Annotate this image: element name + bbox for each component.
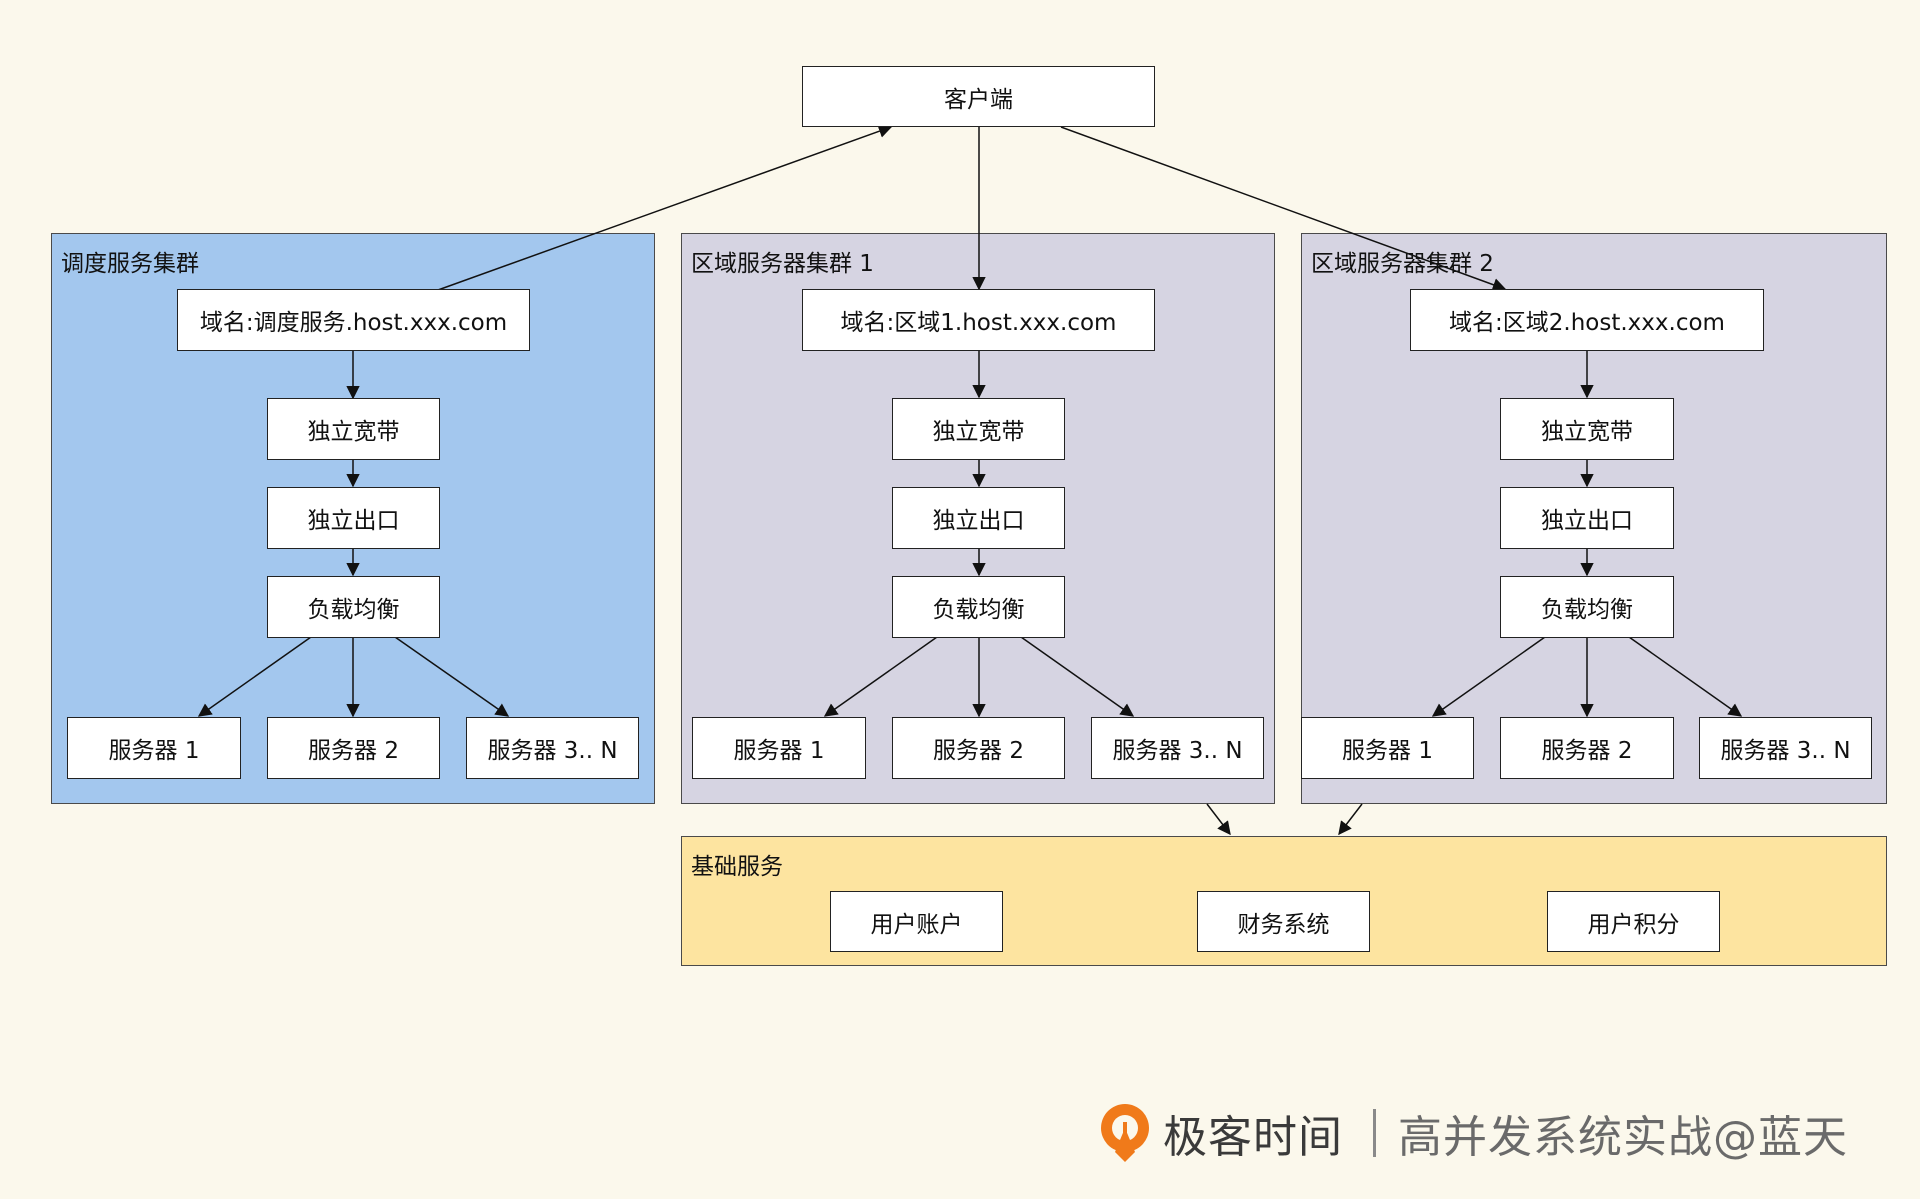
region2-bandwidth-node: 独立宽带 [1500,398,1674,460]
region1-server-node: 服务器 1 [692,717,866,779]
region1-bandwidth-node: 独立宽带 [892,398,1065,460]
edge-r1-lb-s3 [1020,636,1135,717]
brand-name: 极客时间 [1163,1112,1343,1163]
region2-domain-node: 域名:区域2.host.xxx.com [1410,289,1764,351]
footer-watermark: 极客时间 高并发系统实战@蓝天 [1097,1098,1848,1168]
edge-sched-lb-s1 [197,636,312,717]
region1-server-node: 服务器 2 [892,717,1065,779]
region1-domain-node: 域名:区域1.host.xxx.com [802,289,1155,351]
edge-r1-lb-s1 [823,636,938,717]
region1-egress-node: 独立出口 [892,487,1065,549]
edge-sched-lb-s3 [394,636,510,717]
scheduler-egress-node: 独立出口 [267,487,440,549]
region1-load-balancer-node: 负载均衡 [892,576,1065,638]
scheduler-server-node: 服务器 1 [67,717,241,779]
region2-server-node: 服务器 1 [1301,717,1474,779]
region2-cluster-title: 区域服务器集群 2 [1311,251,1494,277]
footer-divider [1373,1109,1376,1157]
client-node: 客户端 [802,66,1155,127]
edge-region1-to-base [1206,803,1231,836]
edge-r2-lb-s1 [1431,636,1546,717]
region1-server-node: 服务器 3.. N [1091,717,1264,779]
scheduler-server-node: 服务器 3.. N [466,717,639,779]
user-points-node: 用户积分 [1547,891,1720,952]
base-services-title: 基础服务 [691,854,783,880]
course-title: 高并发系统实战@蓝天 [1398,1112,1848,1163]
geektime-logo-icon [1097,1102,1153,1164]
scheduler-domain-node: 域名:调度服务.host.xxx.com [177,289,530,351]
edge-scheduler-to-client [437,124,893,291]
edge-client-to-region2 [1060,126,1507,292]
region2-server-node: 服务器 2 [1500,717,1674,779]
user-account-node: 用户账户 [830,891,1003,952]
finance-system-node: 财务系统 [1197,891,1370,952]
region2-load-balancer-node: 负载均衡 [1500,576,1674,638]
region1-cluster-title: 区域服务器集群 1 [691,251,874,277]
scheduler-bandwidth-node: 独立宽带 [267,398,440,460]
scheduler-server-node: 服务器 2 [267,717,440,779]
scheduler-load-balancer-node: 负载均衡 [267,576,440,638]
edge-region2-to-base [1338,803,1363,836]
region2-server-node: 服务器 3.. N [1699,717,1872,779]
region2-egress-node: 独立出口 [1500,487,1674,549]
scheduler-cluster-title: 调度服务集群 [61,251,199,277]
edge-r2-lb-s3 [1628,636,1743,717]
